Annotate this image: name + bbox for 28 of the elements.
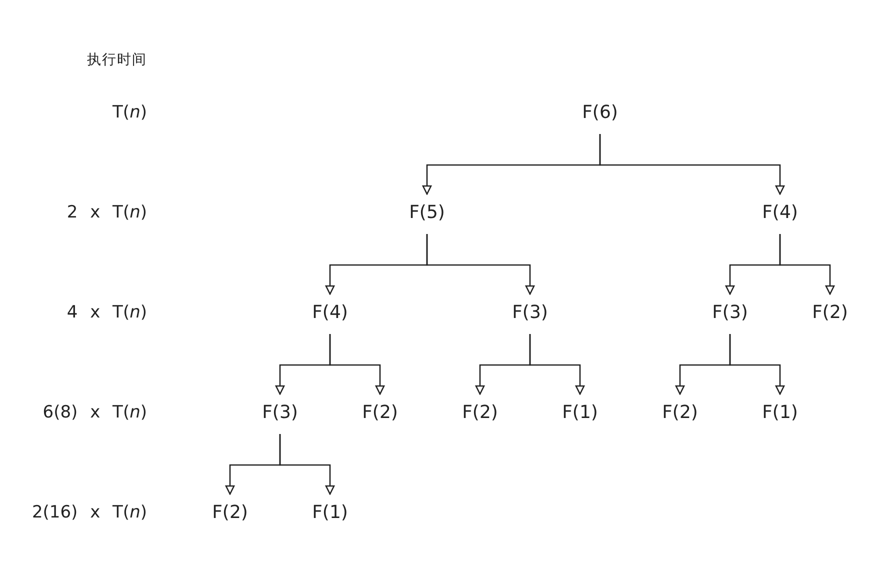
call-label: F(2) <box>462 402 498 424</box>
call-label: F(5) <box>409 202 445 224</box>
arrow <box>329 334 385 395</box>
row-label: 2(16) x T(n) <box>32 502 147 524</box>
call-label: F(1) <box>312 502 348 524</box>
call-label: F(3) <box>712 302 748 324</box>
call-label: F(2) <box>212 502 248 524</box>
arrow <box>779 234 835 295</box>
call-label: F(2) <box>362 402 398 424</box>
row-label: T(n) <box>112 102 147 124</box>
call-label: F(4) <box>312 302 348 324</box>
call-label: F(2) <box>812 302 848 324</box>
arrow <box>426 234 535 295</box>
arrow <box>729 334 785 395</box>
call-label: F(6) <box>582 102 618 124</box>
call-label: F(1) <box>562 402 598 424</box>
call-label: F(2) <box>662 402 698 424</box>
row-label: 4 x T(n) <box>66 302 147 324</box>
row-label: 6(8) x T(n) <box>42 402 147 424</box>
call-label: F(4) <box>762 202 798 224</box>
call-label: F(1) <box>762 402 798 424</box>
arrow <box>529 334 585 395</box>
arrow <box>279 434 335 495</box>
call-label: F(3) <box>262 402 298 424</box>
arrow <box>599 134 785 195</box>
column-heading: 执行时间 <box>87 51 147 69</box>
row-label: 2 x T(n) <box>66 202 147 224</box>
call-label: F(3) <box>512 302 548 324</box>
